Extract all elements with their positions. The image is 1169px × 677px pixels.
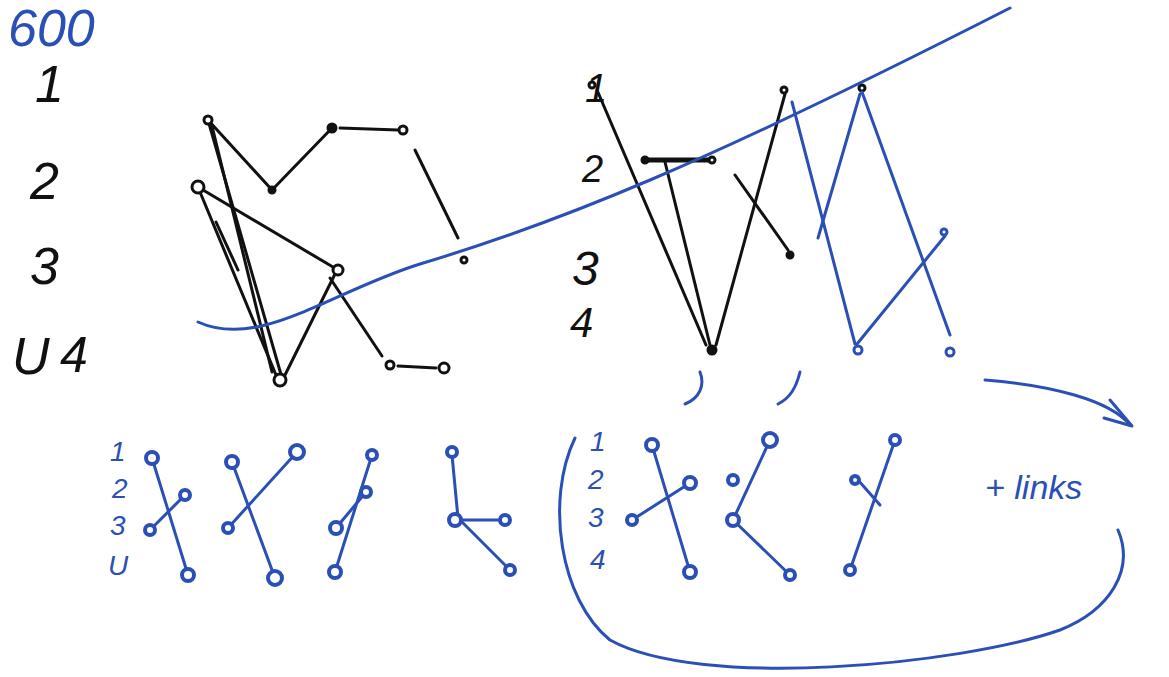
- right-graph: [597, 90, 788, 345]
- row-label: 2: [588, 466, 604, 494]
- row-label: 1: [35, 58, 64, 110]
- right-graph-dots: [589, 82, 865, 354]
- blue-strokes: [198, 8, 1132, 668]
- row-label: 1: [110, 438, 126, 466]
- row-label: 3: [572, 245, 599, 293]
- row-label: 2: [582, 150, 603, 188]
- row-label: 3: [110, 512, 126, 540]
- page-number: 600: [8, 2, 95, 54]
- side-label: U: [12, 330, 50, 382]
- left-graph: [198, 120, 458, 378]
- row-label: 4: [570, 302, 593, 344]
- row-label: 4: [60, 330, 88, 380]
- left-graph-dots: [192, 116, 467, 386]
- row-label: 1: [585, 68, 607, 108]
- permutation-figures: [150, 440, 895, 578]
- note-text: + links: [985, 470, 1082, 504]
- row-label: 4: [590, 546, 606, 574]
- row-label: 2: [30, 155, 59, 207]
- row-label: 2: [112, 475, 128, 503]
- row-label: 3: [30, 240, 59, 292]
- row-label: U: [108, 552, 128, 580]
- row-label: 1: [590, 428, 606, 456]
- permutation-dots: [145, 433, 900, 585]
- row-label: 3: [588, 504, 604, 532]
- blue-dots: [854, 229, 954, 356]
